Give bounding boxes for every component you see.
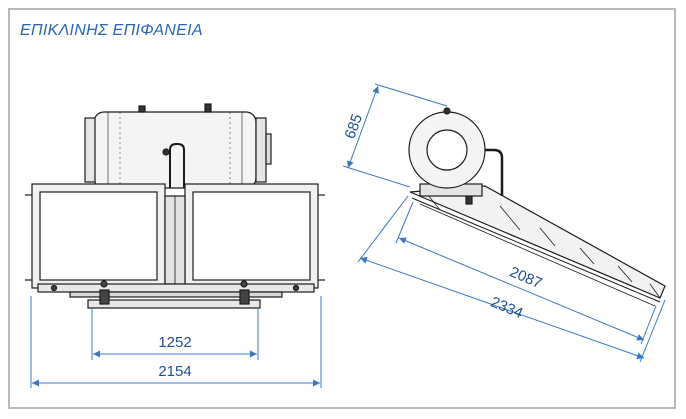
dimension-line-2334: [359, 257, 645, 359]
front-water-tank: [84, 103, 272, 189]
front-collector-left: [25, 183, 166, 289]
diagram-title: ΕΠΙΚΛΙΝΗΣ ΕΠΙΦΑΝΕΙΑ: [20, 22, 203, 39]
dimension-label-height: 685: [342, 112, 367, 141]
side-dimensions: [342, 83, 666, 363]
dimension-label-total-width: 2154: [158, 363, 191, 380]
front-base-frame: [37, 280, 315, 309]
front-collector-right: [184, 183, 325, 289]
front-view: [25, 103, 325, 309]
dimension-line-685: [347, 85, 379, 169]
side-water-tank: [408, 107, 504, 196]
front-dimensions: [30, 296, 322, 388]
dimension-label-total-length: 2334: [488, 294, 525, 323]
dimension-label-bracket-width: 1252: [158, 334, 191, 351]
dimension-label-collector-length: 2087: [507, 264, 544, 293]
